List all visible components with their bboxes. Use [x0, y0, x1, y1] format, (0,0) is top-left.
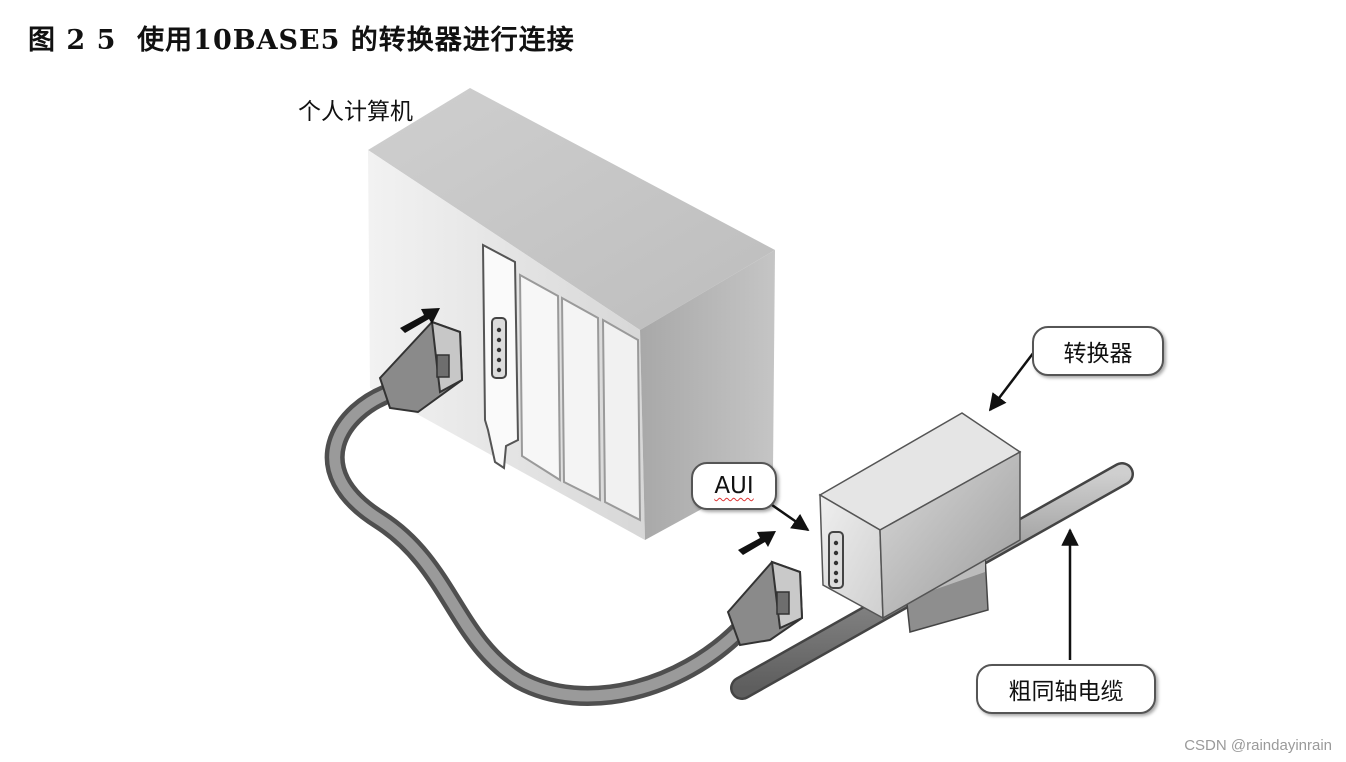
pc-top — [368, 88, 775, 330]
pc-side-connector — [378, 320, 464, 414]
pc-label: 个人计算机 — [298, 99, 413, 125]
nic-aui-port — [491, 317, 507, 379]
pc-case — [368, 88, 775, 540]
aui-pointer-arrow — [771, 503, 810, 532]
pc-slot — [601, 318, 642, 522]
pc-slot — [560, 296, 602, 502]
watermark: CSDN @raindayinrain — [1184, 737, 1332, 754]
thick-coax-label: 粗同轴电缆 — [1008, 679, 1124, 705]
transceiver-unit — [818, 412, 1022, 633]
transceiver-callout: 转换器 — [1032, 326, 1164, 376]
transceiver-pointer-arrow — [988, 351, 1035, 412]
transceiver-side — [879, 450, 1021, 620]
transceiver-side-connector — [726, 560, 804, 647]
transceiver-label: 转换器 — [1063, 341, 1133, 367]
transceiver-aui-port — [828, 531, 844, 589]
aui-callout: AUI — [691, 462, 777, 510]
figure-title: 图 2 5 使用10BASE5 的转换器进行连接 — [28, 25, 575, 56]
transceiver-push-arrow — [738, 531, 776, 555]
aui-cable-highlight — [329, 386, 746, 702]
pc-push-arrow — [400, 308, 440, 333]
thick-coax-callout: 粗同轴电缆 — [976, 664, 1156, 714]
aui-label: AUI — [714, 473, 754, 499]
pc-slot — [518, 273, 562, 482]
